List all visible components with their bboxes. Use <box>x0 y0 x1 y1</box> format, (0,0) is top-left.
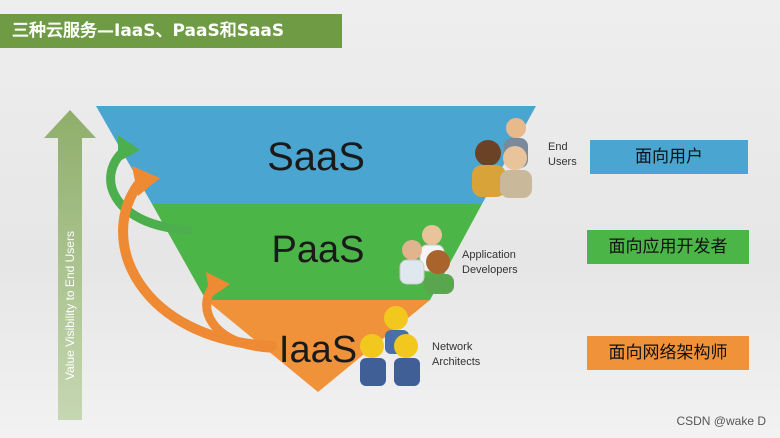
watermark: CSDN @wake D <box>676 414 766 428</box>
title-banner: 三种云服务—IaaS、PaaS和SaaS <box>0 14 342 48</box>
audience-tag-iaas: 面向网络架构师 <box>587 336 749 370</box>
end-users-icon <box>472 118 532 198</box>
audience-tag-saas: 面向用户 <box>590 140 748 174</box>
tier-label-saas: SaaS <box>267 135 365 179</box>
audience-tag-paas: 面向应用开发者 <box>587 230 749 264</box>
tier-label-iaas: IaaS <box>279 329 357 371</box>
network-architects-icon <box>360 306 420 386</box>
axis-label: Value Visibility to End Users <box>63 231 77 380</box>
iaas-layer <box>206 300 430 392</box>
tier-label-paas: PaaS <box>272 229 365 271</box>
curved-arrow-orange-short <box>202 272 275 353</box>
saas-layer <box>96 106 536 204</box>
developers-icon <box>399 225 454 294</box>
curved-arrow-green <box>106 135 193 235</box>
value-axis-arrow <box>44 110 96 420</box>
